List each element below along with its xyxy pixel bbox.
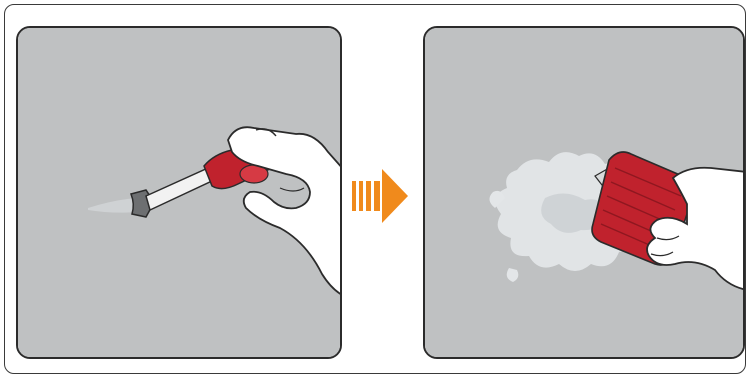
step-2-scene (425, 28, 745, 359)
step-1-scene (18, 28, 342, 359)
orange-right-arrow-icon (352, 165, 410, 227)
step-2-panel (423, 26, 745, 359)
step-1-panel (16, 26, 342, 359)
